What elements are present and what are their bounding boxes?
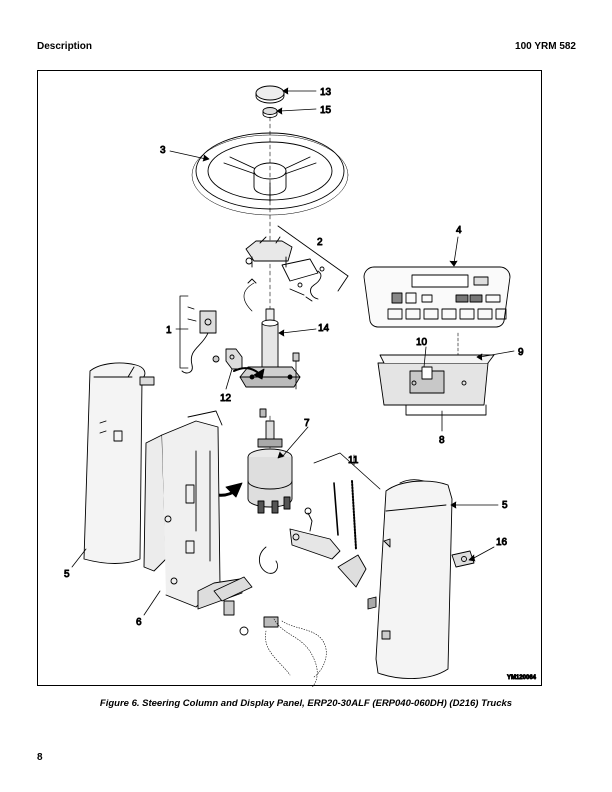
column-tilt-spring — [304, 452, 381, 550]
callout-8: 8 — [439, 435, 445, 446]
callout-15: 15 — [320, 105, 332, 116]
callout-5-right: 5 — [502, 500, 508, 511]
callout-14: 14 — [318, 323, 330, 334]
display-panel — [363, 266, 511, 328]
callout-4: 4 — [456, 225, 462, 236]
callout-11: 11 — [348, 455, 359, 466]
bracket-line-2 — [277, 225, 349, 277]
page-number: 8 — [37, 752, 43, 763]
callout-2: 2 — [317, 237, 323, 248]
figure-frame: 13 15 3 2 4 1 14 10 9 12 8 7 11 5 5 16 6… — [37, 70, 542, 687]
column-bolt-head — [292, 352, 300, 362]
steering-wheel-nut — [262, 107, 278, 118]
wiring-harness — [265, 618, 327, 687]
header-document-number: 100 YRM 582 — [515, 41, 576, 52]
direction-control-switch — [245, 236, 325, 302]
callout-12: 12 — [220, 393, 232, 404]
horn-cap — [255, 85, 285, 104]
left-column-cover — [83, 362, 155, 564]
callout-5-left: 5 — [64, 569, 70, 580]
assembly-arrow-lower-head — [225, 482, 243, 498]
column-bracket — [225, 348, 243, 370]
callout-3: 3 — [160, 145, 166, 156]
right-column-cover — [375, 479, 453, 680]
exploded-view-drawing: 13 15 3 2 4 1 14 10 9 12 8 7 11 5 5 16 6… — [64, 85, 537, 687]
steering-column — [239, 278, 301, 388]
assembly-arrow-upper-head — [253, 368, 265, 380]
key-switch-assembly — [179, 295, 220, 374]
callout-leaders — [71, 87, 515, 616]
callout-10: 10 — [416, 337, 428, 348]
bracket-line-2b — [337, 275, 349, 292]
callout-16: 16 — [496, 537, 508, 548]
callout-9: 9 — [518, 347, 524, 358]
callout-1: 1 — [166, 325, 172, 336]
display-mounting-bracket — [377, 354, 495, 416]
steering-control-unit — [247, 408, 293, 514]
callout-13: 13 — [320, 87, 332, 98]
tilt-linkage — [213, 528, 377, 636]
figure-caption: Figure 6. Steering Column and Display Pa… — [99, 698, 513, 709]
drawing-code: YM120064 — [507, 675, 537, 681]
callout-6: 6 — [136, 617, 142, 628]
header-section-title: Description — [37, 41, 93, 52]
cover-clip — [451, 550, 475, 568]
column-housing-frame — [143, 410, 243, 610]
callout-7: 7 — [304, 418, 310, 429]
